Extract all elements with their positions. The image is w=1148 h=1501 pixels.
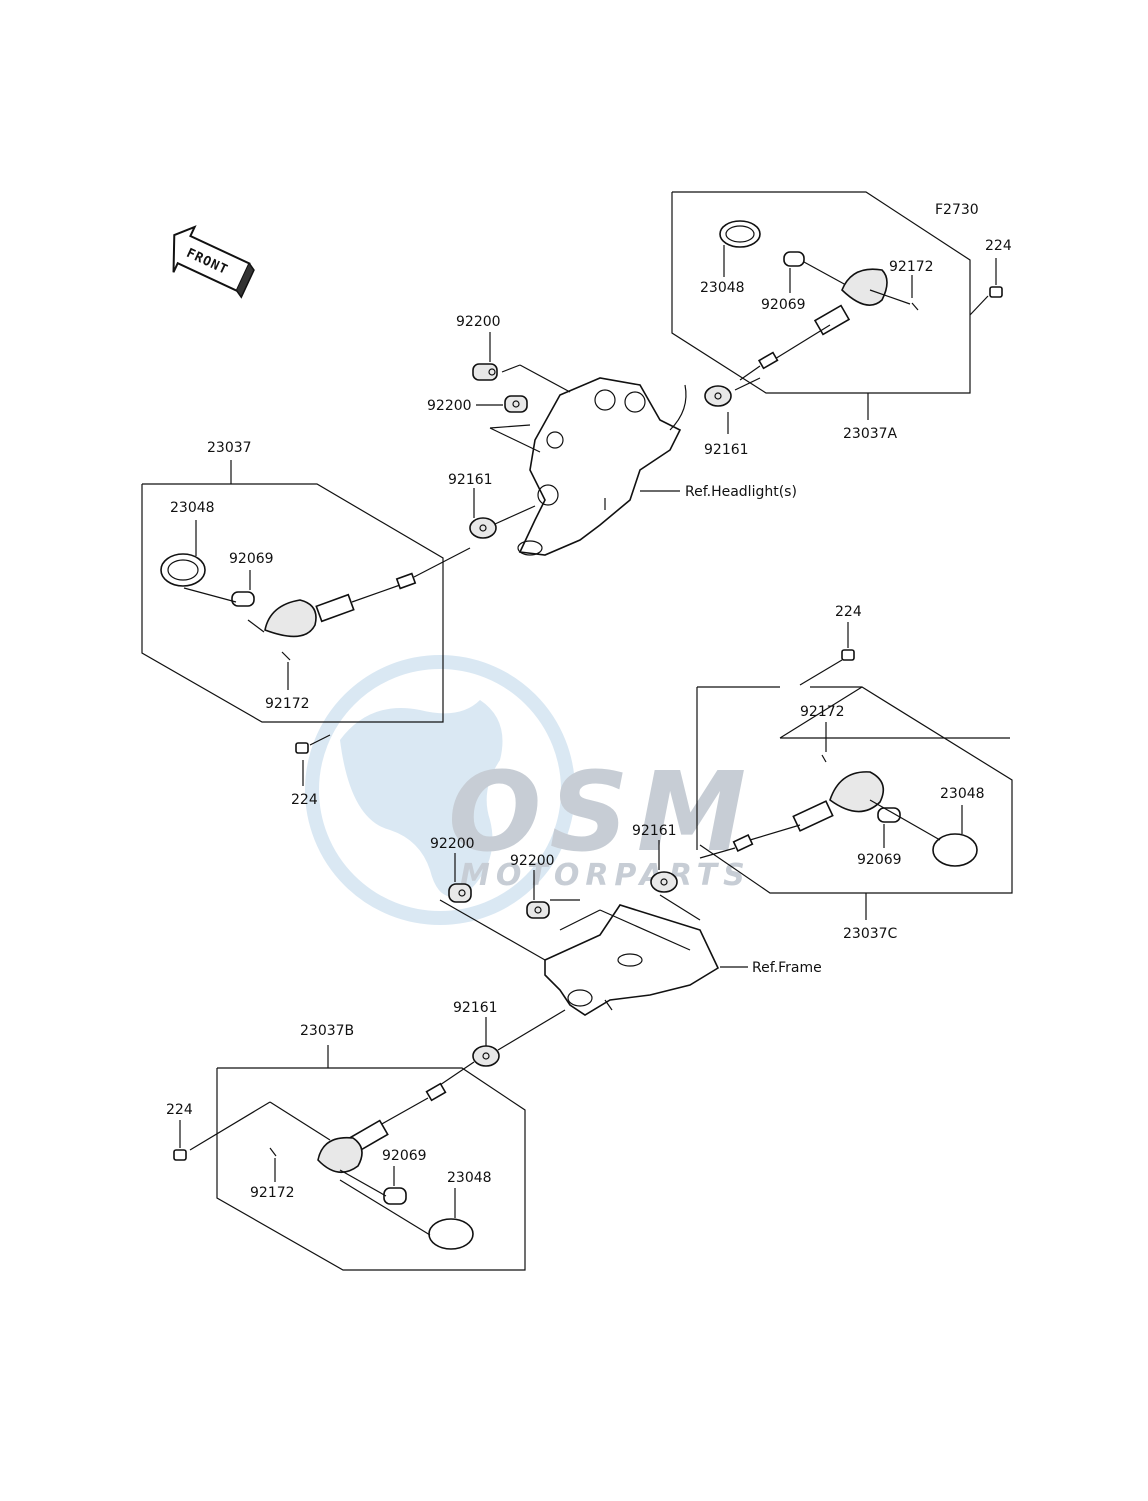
part-label-bulb: 92069 [857, 852, 902, 868]
bulb-part [877, 807, 901, 823]
part-label-bolt: 224 [291, 792, 318, 808]
bolt-part [295, 742, 309, 754]
part-label-lens: 23048 [940, 786, 985, 802]
lens-part [932, 833, 978, 867]
part-label-bulb: 92069 [761, 297, 806, 313]
part-label-screw: 92172 [800, 704, 845, 720]
part-label-washer: 92200 [427, 398, 472, 414]
group-label-rear-right: 23037C [843, 926, 898, 942]
lens-part [719, 220, 761, 248]
part-label-damper: 92161 [632, 823, 677, 839]
rear-right-assembly [650, 622, 1013, 920]
damper-part [469, 517, 497, 539]
housing-part [264, 599, 317, 638]
bulb-part [783, 251, 805, 267]
front-right-assembly [671, 191, 1003, 434]
part-labels: 23037A 23037 23037C 23037B Ref.Headlight… [166, 238, 1012, 1201]
part-label-screw: 92172 [889, 259, 934, 275]
washers-bottom [439, 853, 701, 961]
bolt-part [841, 649, 855, 661]
ref-headlight-label: Ref.Headlight(s) [685, 484, 797, 500]
part-label-screw: 92172 [250, 1185, 295, 1201]
part-label-bolt: 224 [835, 604, 862, 620]
part-label-bulb: 92069 [382, 1148, 427, 1164]
part-label-damper: 92161 [453, 1000, 498, 1016]
part-label-bolt: 224 [166, 1102, 193, 1118]
bolt-part [989, 286, 1003, 298]
bulb-part [383, 1187, 407, 1205]
front-left-assembly [141, 460, 536, 786]
rear-left-assembly [173, 1009, 566, 1271]
group-label-front-right: 23037A [843, 426, 898, 442]
housing-part [317, 1136, 363, 1173]
part-label-washer: 92200 [510, 853, 555, 869]
diagram-code: F2730 [935, 202, 979, 218]
part-label-damper: 92161 [448, 472, 493, 488]
washer-part [448, 883, 472, 903]
watermark: OSM MOTORPARTS [305, 655, 754, 925]
washers-top [472, 332, 571, 453]
group-label-front-left: 23037 [207, 440, 252, 456]
bolt-part [173, 1149, 187, 1161]
front-arrow-icon: FRONT [172, 225, 255, 299]
watermark-subtext: MOTORPARTS [460, 858, 751, 893]
frame-bracket [544, 904, 748, 1016]
washer-part [526, 901, 550, 919]
housing-part [841, 268, 888, 306]
part-label-lens: 23048 [447, 1170, 492, 1186]
part-label-screw: 92172 [265, 696, 310, 712]
housing-part [829, 771, 885, 813]
part-label-damper: 92161 [704, 442, 749, 458]
headlight-bracket [517, 377, 687, 556]
part-label-bulb: 92069 [229, 551, 274, 567]
damper-part [472, 1045, 500, 1067]
lens-part [428, 1218, 474, 1250]
washer-part [504, 395, 528, 413]
watermark-continents [340, 700, 503, 897]
bulb-part [231, 591, 255, 607]
part-label-washer: 92200 [456, 314, 501, 330]
watermark-globe [305, 655, 575, 925]
lens-part [160, 553, 206, 587]
group-label-rear-left: 23037B [300, 1023, 354, 1039]
part-label-bolt: 224 [985, 238, 1012, 254]
damper-part [650, 871, 678, 893]
part-label-lens: 23048 [700, 280, 745, 296]
damper-part [704, 385, 732, 407]
washer-part [472, 363, 498, 381]
part-label-lens: 23048 [170, 500, 215, 516]
watermark-text: OSM [448, 748, 754, 876]
part-label-washer: 92200 [430, 836, 475, 852]
ref-frame-label: Ref.Frame [752, 960, 822, 976]
